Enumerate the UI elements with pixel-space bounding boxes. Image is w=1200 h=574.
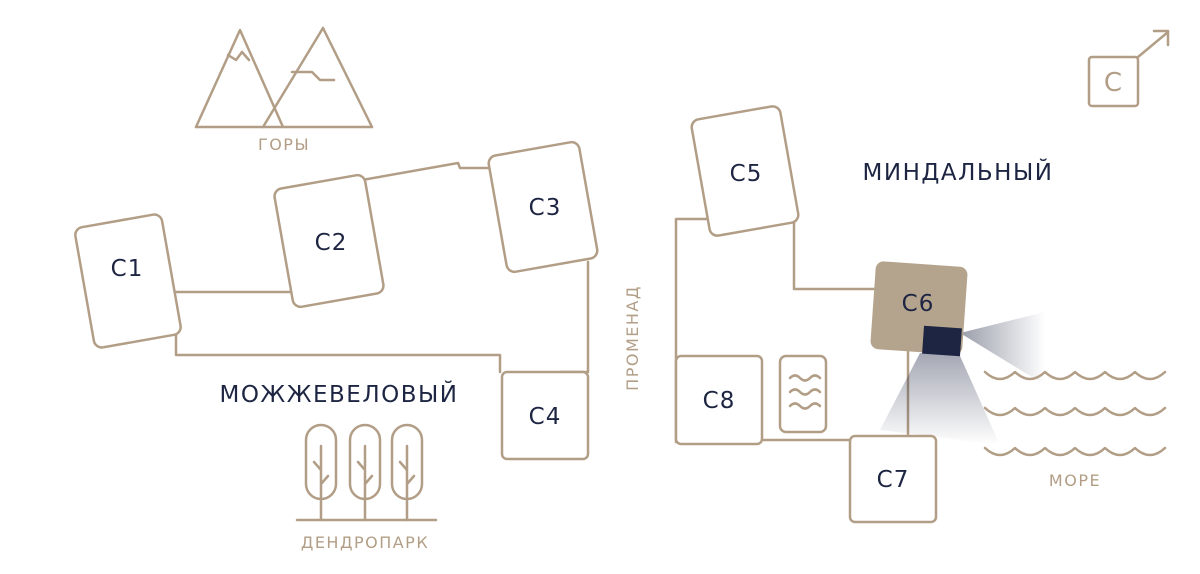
block-c3-label: С3	[529, 195, 562, 221]
block-c4-label: С4	[529, 404, 562, 430]
block-c8-label: С8	[703, 388, 736, 414]
block-c5[interactable]: С5	[690, 105, 800, 237]
block-c6-label: С6	[902, 291, 935, 317]
view-cone	[960, 312, 1045, 385]
view-cone-down	[880, 353, 1000, 445]
block-c3[interactable]: С3	[487, 140, 599, 274]
trees-icon	[295, 423, 438, 522]
block-c5-label: С5	[730, 161, 763, 187]
mountains-icon	[194, 26, 374, 129]
block-c7[interactable]: С7	[848, 434, 938, 524]
block-c8[interactable]: С8	[674, 354, 764, 446]
block-c1[interactable]: С1	[74, 213, 182, 349]
dendropark-label: ДЕНДРОПАРК	[301, 533, 429, 552]
compass: С	[1087, 29, 1170, 108]
region-juniper-label: МОЖЖЕВЕЛОВЫЙ	[219, 380, 458, 408]
pool-icon	[778, 354, 828, 434]
mountains-label: ГОРЫ	[258, 135, 310, 154]
sea-waves-icon	[983, 370, 1167, 457]
sea-label: МОРЕ	[1049, 471, 1101, 490]
block-c1-label: С1	[111, 256, 144, 282]
selected-unit[interactable]	[922, 325, 962, 357]
block-c2[interactable]: С2	[273, 173, 385, 309]
block-c6-highlighted[interactable]: С6	[870, 261, 968, 357]
north-arrow-icon	[1152, 29, 1170, 47]
region-almond-label: МИНДАЛЬНЫЙ	[863, 158, 1054, 186]
compass-letter: С	[1104, 68, 1122, 98]
promenade-label: ПРОМЕНАД	[623, 285, 642, 391]
block-c7-label: С7	[877, 467, 910, 493]
block-c4[interactable]: С4	[500, 370, 590, 461]
block-c2-label: С2	[315, 230, 348, 256]
